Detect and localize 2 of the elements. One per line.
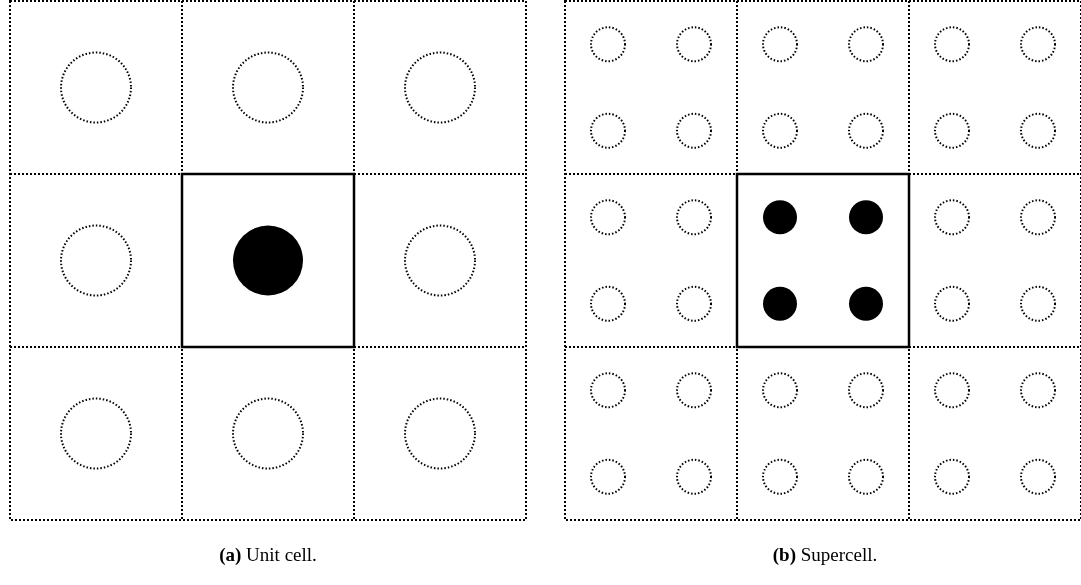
figure-caption: (b) Supercell. xyxy=(772,544,878,566)
figure-caption: (a) Unit cell. xyxy=(219,544,317,566)
